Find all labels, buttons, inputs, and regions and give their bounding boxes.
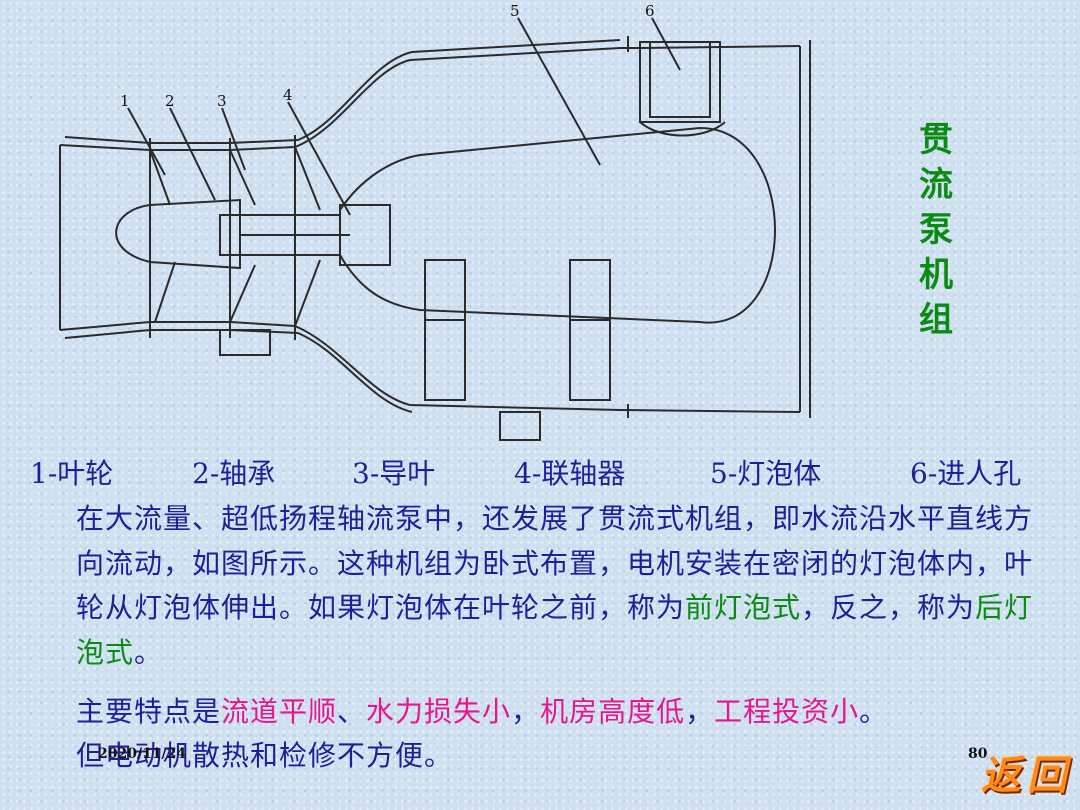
vertical-title-char: 贯 bbox=[919, 120, 953, 160]
legend-item-bearing: 2-轴承 bbox=[192, 457, 276, 490]
term-front-bulb: 前灯泡式 bbox=[685, 591, 802, 624]
footer-date: 2020/11/24 bbox=[98, 746, 187, 762]
feature-low-cost: 工程投资小 bbox=[714, 695, 860, 728]
separator: ， bbox=[511, 695, 541, 728]
legend-item-manhole: 6-进人孔 bbox=[910, 457, 1022, 490]
term-rear-bulb: 后灯泡式 bbox=[76, 591, 1034, 669]
callout-2: 2 bbox=[165, 92, 175, 110]
back-button-char: 返 bbox=[979, 752, 1030, 799]
callout-3: 3 bbox=[217, 92, 227, 110]
page-number: 80 bbox=[968, 746, 988, 762]
callout-1: 1 bbox=[120, 92, 130, 110]
vertical-title-char: 组 bbox=[919, 300, 953, 340]
separator: 。 bbox=[859, 695, 889, 728]
para-text: 在大流量、超低扬程轴流泵中，还发展了贯流式机组，即水流沿水平直线方向流动，如图所… bbox=[76, 502, 1034, 624]
feature-low-height: 机房高度低 bbox=[540, 695, 686, 728]
features-drawback: 但电动机散热和检修不方便。 bbox=[76, 739, 454, 772]
feature-low-loss: 水力损失小 bbox=[366, 695, 512, 728]
back-button[interactable]: 返 回 bbox=[978, 748, 1076, 806]
features-intro: 主要特点是 bbox=[76, 695, 222, 728]
callout-6: 6 bbox=[645, 2, 655, 20]
back-button-char: 回 bbox=[1025, 752, 1076, 799]
separator: 、 bbox=[337, 695, 367, 728]
separator: ， bbox=[685, 695, 715, 728]
para-text: ，反之，称为 bbox=[801, 591, 976, 624]
vertical-title-char: 泵 bbox=[919, 210, 953, 250]
diagram-callouts: 1 2 3 4 5 6 bbox=[120, 2, 655, 110]
legend-item-guide-vane: 3-导叶 bbox=[352, 457, 436, 490]
description-paragraph: 在大流量、超低扬程轴流泵中，还发展了贯流式机组，即水流沿水平直线方向流动，如图所… bbox=[76, 497, 1051, 675]
legend-item-coupling: 4-联轴器 bbox=[514, 457, 626, 490]
feature-smooth-flow: 流道平顺 bbox=[221, 695, 338, 728]
features-paragraph: 主要特点是流道平顺、水力损失小，机房高度低，工程投资小。但电动机散热和检修不方便… bbox=[76, 690, 1076, 778]
vertical-title: 贯 流 泵 机 组 bbox=[912, 118, 960, 343]
tubular-pump-diagram: 1 2 3 4 5 6 bbox=[59, 2, 811, 441]
legend-item-bulb: 5-灯泡体 bbox=[710, 457, 822, 490]
vertical-title-char: 流 bbox=[919, 165, 953, 205]
callout-5: 5 bbox=[510, 2, 520, 20]
para-text: 。 bbox=[134, 635, 164, 669]
callout-4: 4 bbox=[283, 86, 293, 104]
diagram-linework bbox=[59, 17, 811, 441]
vertical-title-char: 机 bbox=[919, 255, 953, 295]
legend-item-impeller: 1-叶轮 bbox=[30, 457, 114, 490]
